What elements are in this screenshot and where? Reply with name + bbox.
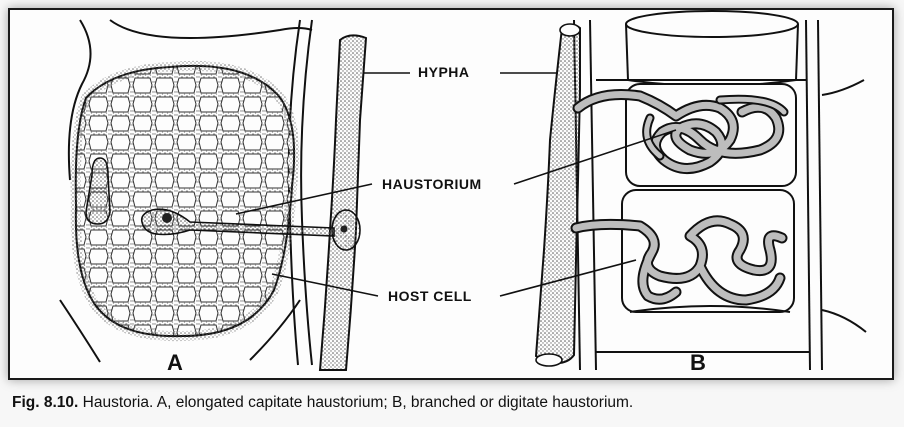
hypha-a (320, 35, 366, 370)
figure-caption: Fig. 8.10. Haustoria. A, elongated capit… (12, 394, 633, 412)
leader-hostcell-left (272, 274, 378, 296)
haustorium-head-a (162, 213, 172, 223)
label-host-cell: HOST CELL (388, 288, 472, 304)
label-haustorium: HAUSTORIUM (382, 176, 482, 192)
label-hypha: HYPHA (418, 64, 470, 80)
panel-label-a: A (167, 350, 183, 376)
figure-number: Fig. 8.10. (12, 394, 78, 411)
hypha-nucleus-a (341, 226, 348, 233)
panel-label-b: B (690, 350, 706, 376)
host-cell-b-top (626, 11, 798, 86)
hypha-b (536, 25, 580, 363)
figure-caption-text: Haustoria. A, elongated capitate haustor… (83, 394, 634, 411)
